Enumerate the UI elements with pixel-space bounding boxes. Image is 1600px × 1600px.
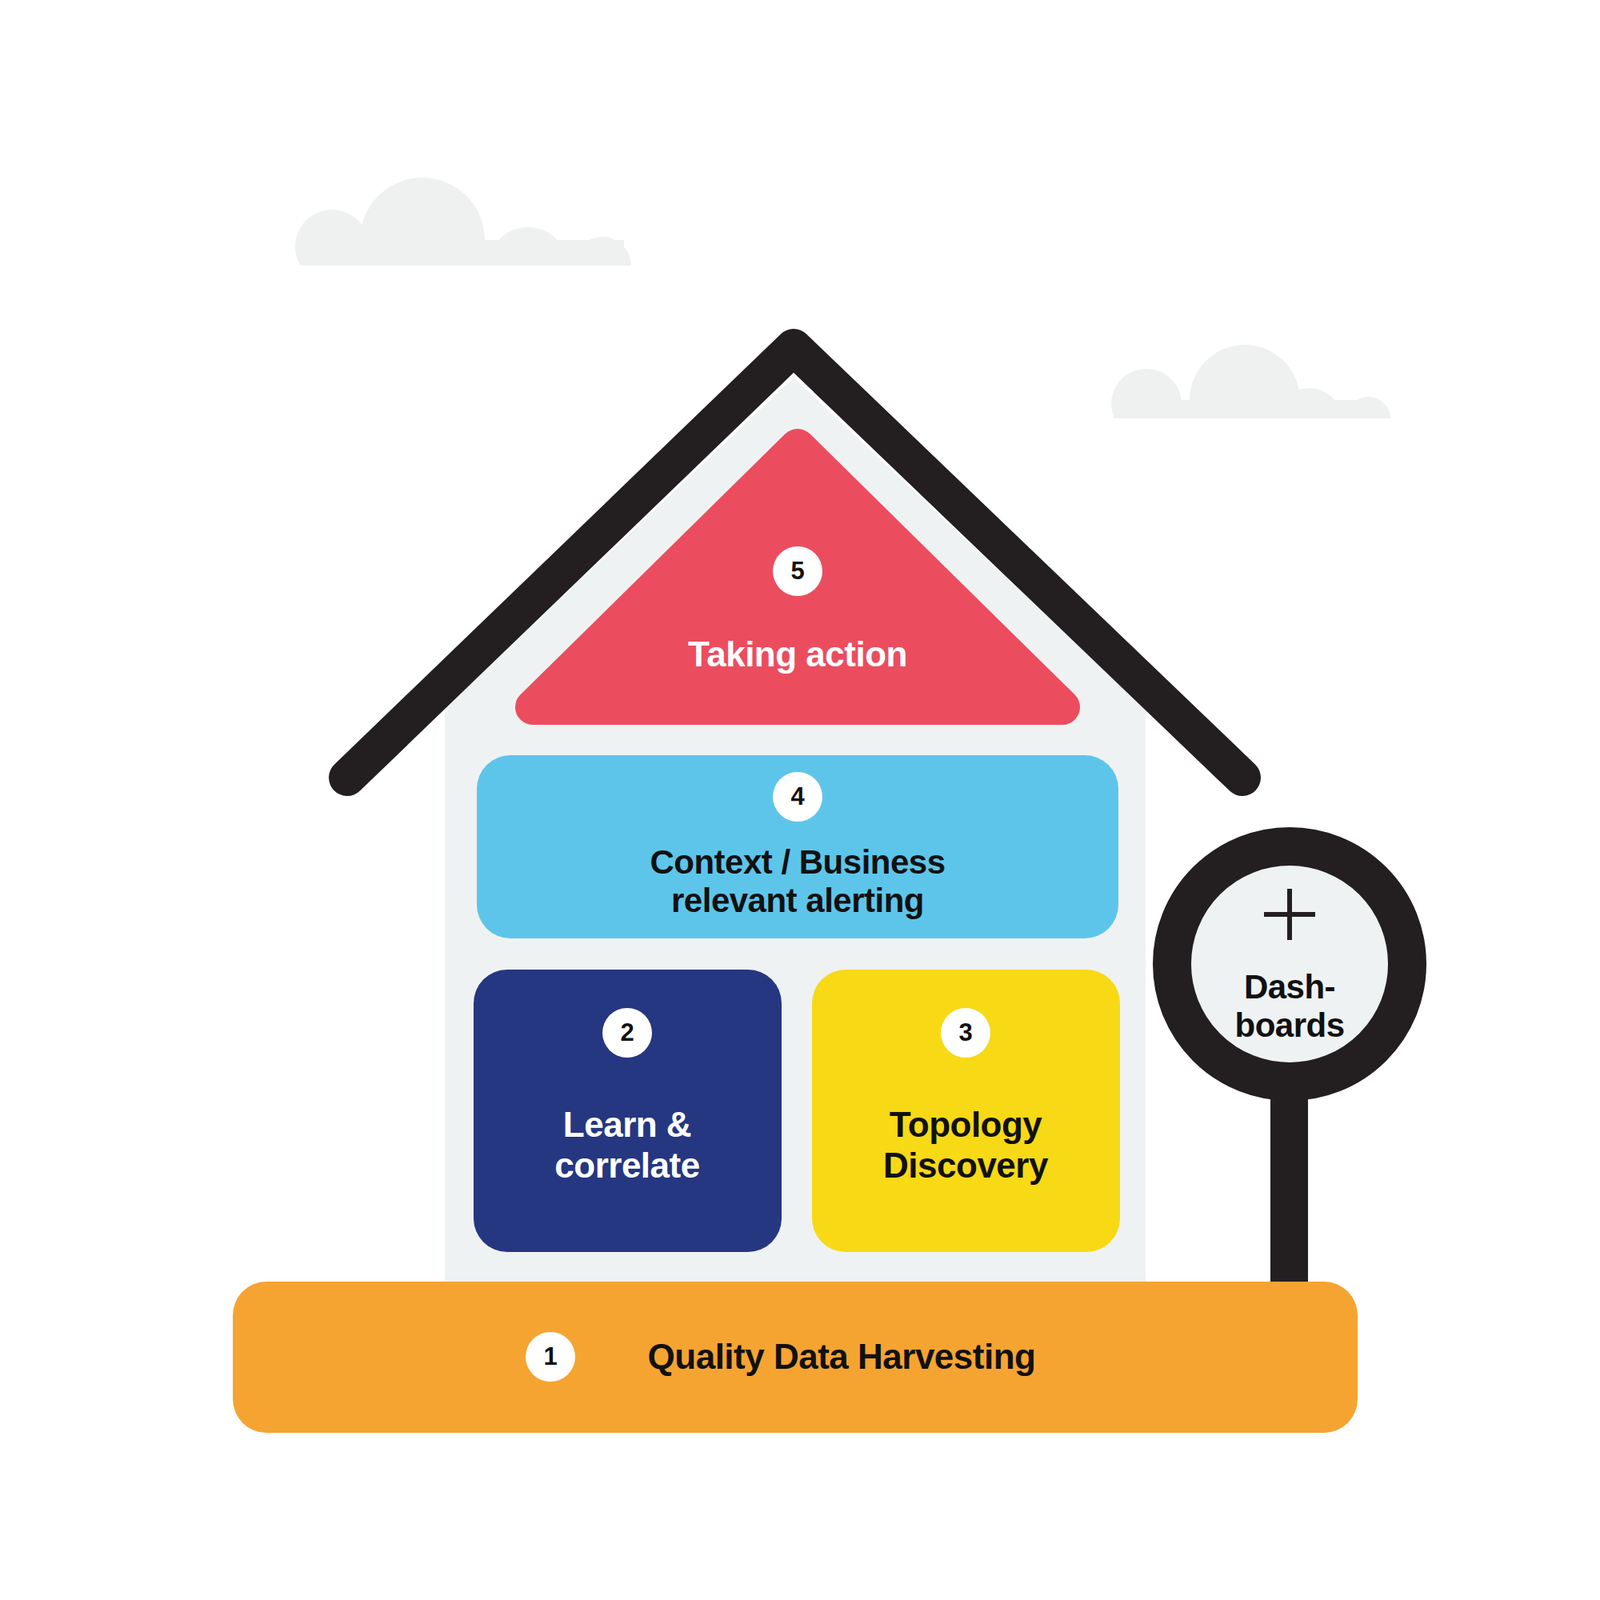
magnifier-ring [1172,846,1408,1082]
sign-post [1270,1088,1308,1288]
house-body [444,377,1146,1287]
callout-number: 3 [940,1008,991,1058]
node-shape [1152,827,1427,1101]
node-label: Dash- boards [1205,968,1374,1046]
node-label: Topology Discovery [837,1104,1094,1186]
node-box: 3Topology Discovery [812,969,1120,1252]
node-box: 1Quality Data Harvesting [232,1281,1358,1433]
callout-number: 4 [772,772,823,822]
rounded-box [232,1281,1358,1433]
node-label: Quality Data Harvesting [561,1336,1122,1378]
roof [347,347,1243,778]
cloud [295,177,632,266]
rounded-box [812,969,1120,1252]
callout-number: 5 [772,546,823,596]
callout-number: 2 [602,1008,652,1058]
node-label: Learn & correlate [507,1104,748,1186]
cloud [1111,344,1391,419]
rounded-box [473,969,782,1252]
node-box: 5Taking action [515,428,1080,725]
rounded-box [476,755,1119,939]
node-box: Dash- boards [1152,827,1427,1101]
plus-symbol [1287,888,1292,940]
node-box: 2Learn & correlate [473,969,782,1252]
node-box: 4Context / Business relevant alerting [476,755,1119,939]
triangle-shape [532,446,1063,708]
node-label: Context / Business relevant alerting [589,843,1006,921]
node-label: Taking action [589,634,1006,676]
callout-number: 1 [525,1332,576,1382]
